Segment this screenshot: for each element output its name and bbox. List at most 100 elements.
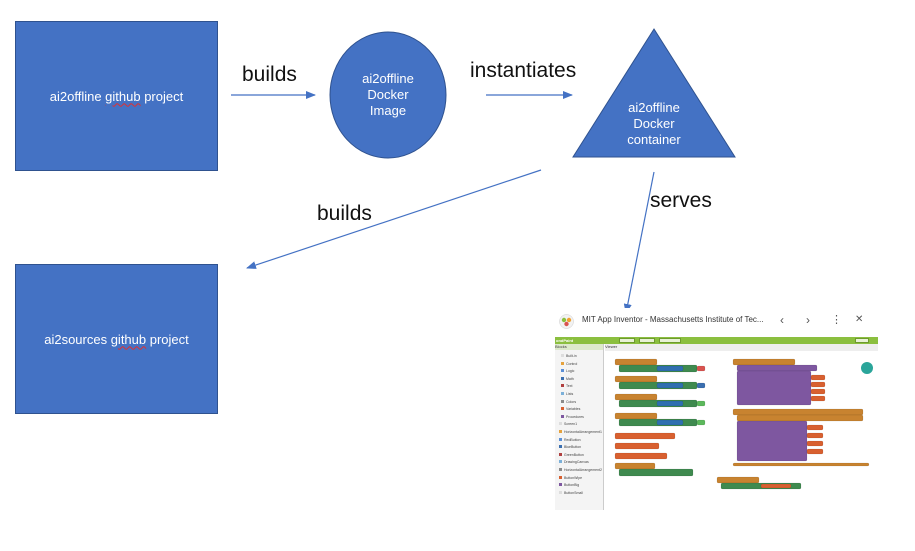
close-icon: ✕ [855,314,864,325]
proc-block [736,370,812,406]
event-block [614,375,658,383]
sidebar-item[interactable]: Screen1 [559,422,577,426]
sidebar-item-icon [559,445,562,449]
screenshot-workspace: Viewer [605,344,878,510]
setter-block [618,468,694,477]
docker-container-label: ai2offline Docker container [604,100,704,148]
event-block [732,462,870,467]
sidebar-item[interactable]: Variables [561,407,580,411]
sidebar-item[interactable]: Logic [561,369,574,373]
edge-label-builds-sources: builds [317,202,372,225]
sidebar-item[interactable]: Lists [561,392,573,396]
github-project-box: ai2offline github project [15,21,218,171]
sidebar-item-icon [559,452,562,456]
sidebar-item[interactable]: BlueButton [559,445,581,449]
color-block [696,365,706,372]
sidebar-item-icon [559,422,562,426]
arg-block [806,448,824,455]
sidebar-item[interactable]: Control [561,361,577,366]
sidebar-header: Blocks [555,344,603,350]
value-block [656,382,684,389]
docker-image-line3: Image [369,103,407,118]
sidebar-item[interactable]: ButtonWipe [559,475,583,480]
docker-image-line2: Docker [367,87,409,102]
edge-label-serves: serves [650,189,712,212]
docker-image-label: ai2offline Docker Image [340,71,436,119]
sources-project-suffix: project [146,331,189,347]
sidebar-item-label: DrawingCanvas [564,460,589,465]
arrow-builds-sources [246,169,542,269]
sidebar-item-label: Colors [566,399,577,404]
sidebar-item-label: ButtonWipe [564,475,583,480]
backpack-icon[interactable] [861,362,873,374]
arg-block [806,424,824,431]
sidebar-item-label: Built-in [566,354,577,358]
sidebar-item[interactable]: GreenButton [559,452,584,457]
docker-image-line1: ai2offline [362,71,414,86]
event-block [732,408,864,416]
screenshot-titlebar: MIT App Inventor - Massachusetts Institu… [555,308,878,334]
sidebar-item-icon [559,483,562,487]
sidebar-item[interactable]: HorizontalArrangement1 [559,430,602,434]
app-inventor-screenshot: MIT App Inventor - Massachusetts Institu… [555,308,878,510]
arg-block [806,440,824,447]
arg-block [810,388,826,395]
event-block [736,414,864,422]
sidebar-item[interactable]: RedButton [559,437,581,442]
sidebar-item-icon [559,490,562,494]
sidebar-item-label: HorizontalArrangement1 [564,430,602,434]
proc-block [736,420,808,462]
sidebar-item-label: GreenButton [564,452,584,457]
sidebar-item[interactable]: Built-in [561,354,577,358]
github-project-suffix: project [140,88,184,104]
sidebar-item-icon [559,475,562,479]
sidebar-item[interactable]: ButtonBig [559,483,579,487]
sidebar-item-icon [561,399,564,403]
sidebar-item-icon [559,430,562,433]
color-block [696,419,706,426]
toolbar-button-4 [855,338,869,343]
value-block [656,400,684,407]
arg-block [760,483,792,489]
value-block [656,419,684,426]
back-icon: ‹ [780,313,784,327]
sidebar-item[interactable]: Math [561,376,574,381]
menu-icon: ⋮ [831,314,842,326]
sidebar-item-label: BlueButton [564,445,582,450]
sidebar-item[interactable]: Procedures [561,414,584,419]
sidebar-item-label: Procedures [566,414,584,419]
arg-block [806,432,824,439]
blocks-workspace [614,358,873,490]
sidebar-item-label: RedButton [564,437,581,442]
sidebar-item-icon [561,376,564,380]
sidebar-item-icon [561,361,564,365]
screenshot-title: MIT App Inventor - Massachusetts Institu… [582,315,764,324]
sidebar-item-label: Lists [566,392,574,396]
sidebar-item[interactable]: HorizontalArrangement2 [559,468,602,472]
event-block [614,393,658,401]
sidebar-item-icon [561,369,564,373]
init-block [614,442,660,450]
sidebar-item[interactable]: ButtonSmall [559,490,583,495]
screenshot-toolbar: ondPaint [555,337,878,344]
sidebar-item[interactable]: DrawingCanvas [559,460,589,464]
sidebar-item-icon [561,414,564,418]
workspace-header: Viewer [605,344,878,351]
value-block [656,365,684,372]
sidebar-item[interactable]: Text [561,384,572,388]
docker-image-circle [329,31,447,159]
sidebar-item-icon [559,468,562,471]
event-block [732,358,796,366]
github-project-prefix: ai2offline [49,88,106,104]
docker-container-line3: container [627,132,681,147]
sidebar-item-label: Variables [566,407,581,412]
event-block [614,358,658,366]
app-inventor-logo-icon [559,314,574,329]
sidebar-item[interactable]: Colors [561,399,577,404]
sidebar-item-icon [559,460,562,464]
sidebar-item-label: HorizontalArrangement2 [564,468,602,472]
sidebar-item-icon [561,392,564,395]
sources-project-underlined: github [110,331,147,347]
sources-project-label: ai2sources github project [44,332,189,347]
